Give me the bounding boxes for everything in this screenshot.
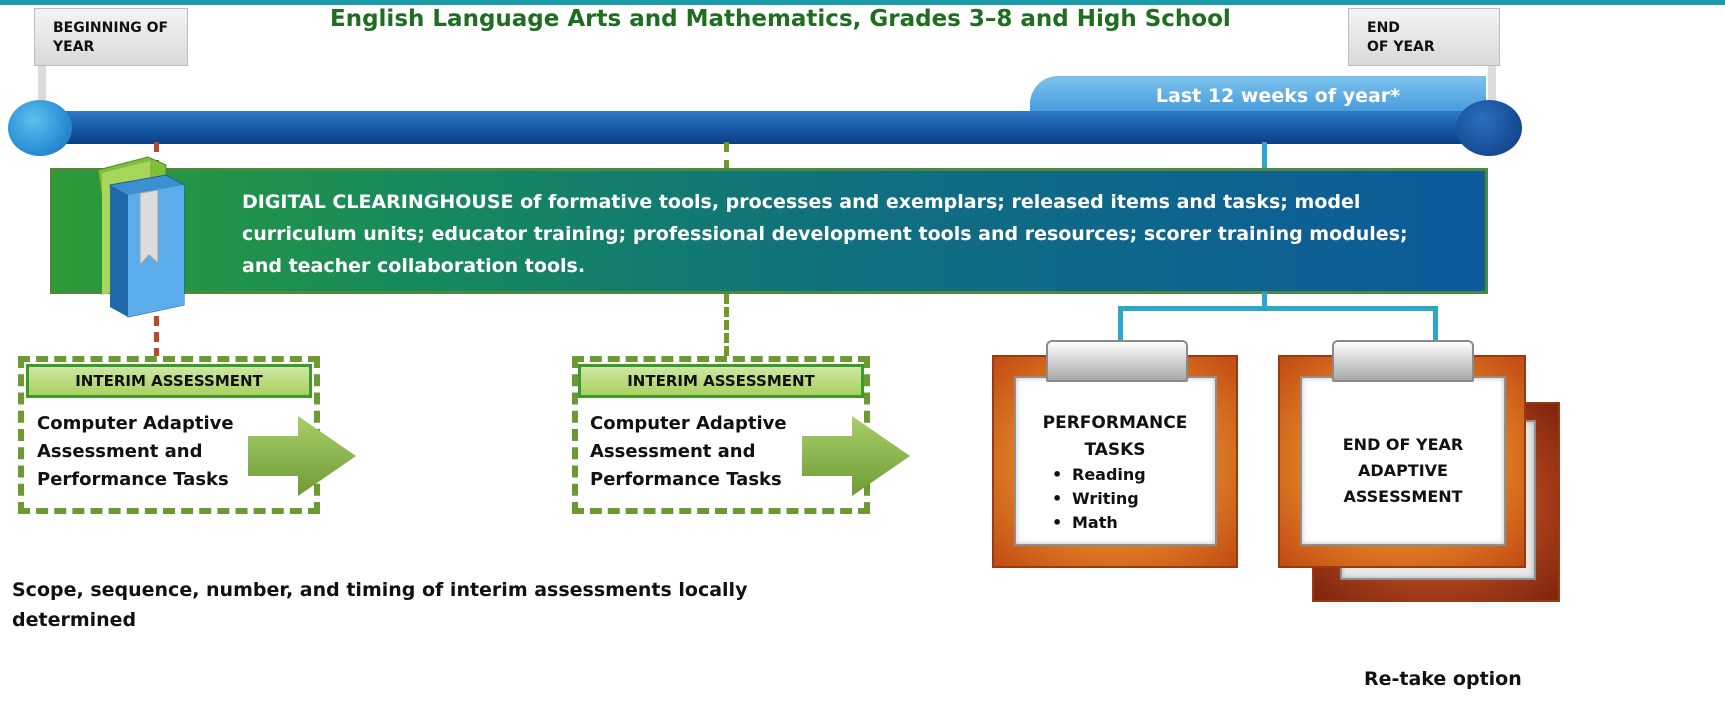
- last-12-weeks-label: Last 12 weeks of year*: [1155, 85, 1401, 107]
- connector-to-end-of-year: [1433, 306, 1438, 346]
- performance-task-writing: Writing: [1052, 487, 1146, 511]
- interim-assessment-header-1: INTERIM ASSESSMENT: [26, 364, 312, 398]
- digital-clearinghouse-panel: [50, 168, 1488, 294]
- connector-timeline-to-clearinghouse-left: [154, 142, 159, 170]
- performance-task-reading: Reading: [1052, 463, 1146, 487]
- last-12-weeks-banner: Last 12 weeks of year*: [1030, 76, 1486, 116]
- digital-clearinghouse-text: DIGITAL CLEARINGHOUSE of formative tools…: [242, 191, 1408, 277]
- interim-assessment-body-1: Computer Adaptive Assessment and Perform…: [37, 413, 234, 490]
- arrow-right-icon: [802, 416, 910, 496]
- interim-assessment-header-2: INTERIM ASSESSMENT: [578, 364, 864, 398]
- timeline-start-cap: [8, 100, 72, 156]
- connector-clearinghouse-to-interim-2: [724, 294, 729, 356]
- connector-to-performance-tasks: [1118, 306, 1123, 346]
- interim-footnote: Scope, sequence, number, and timing of i…: [12, 579, 748, 631]
- clipboard-clip-icon: [1046, 340, 1188, 382]
- timeline-end-cap: [1456, 100, 1522, 156]
- beginning-of-year-label: BEGINNING OF YEAR: [34, 8, 188, 66]
- top-rule: [0, 0, 1725, 5]
- performance-tasks-list: Reading Writing Math: [1052, 463, 1146, 535]
- end-of-year-label: END OF YEAR: [1348, 8, 1500, 66]
- end-of-year-title: END OF YEAR ADAPTIVE ASSESSMENT: [1342, 435, 1464, 506]
- start-marker-stem: [38, 60, 46, 110]
- timeline-bar: [40, 111, 1490, 144]
- connector-clearinghouse-stem: [1262, 292, 1267, 308]
- retake-option-label: Re-take option: [1364, 668, 1522, 690]
- clipboard-clip-icon: [1332, 340, 1474, 382]
- connector-clearinghouse-to-interim-1: [154, 316, 159, 358]
- performance-task-math: Math: [1052, 511, 1146, 535]
- end-marker-stem: [1488, 60, 1496, 110]
- performance-tasks-title: PERFORMANCE TASKS: [1042, 413, 1188, 460]
- connector-clearinghouse-branch: [1118, 306, 1438, 311]
- connector-timeline-to-clearinghouse-mid: [724, 142, 729, 170]
- end-of-year-paper: [1300, 376, 1506, 546]
- connector-timeline-to-clearinghouse-right: [1262, 142, 1267, 170]
- arrow-right-icon: [248, 416, 356, 496]
- books-icon: [97, 156, 185, 318]
- page-title: English Language Arts and Mathematics, G…: [330, 6, 1231, 32]
- interim-assessment-body-2: Computer Adaptive Assessment and Perform…: [590, 413, 787, 490]
